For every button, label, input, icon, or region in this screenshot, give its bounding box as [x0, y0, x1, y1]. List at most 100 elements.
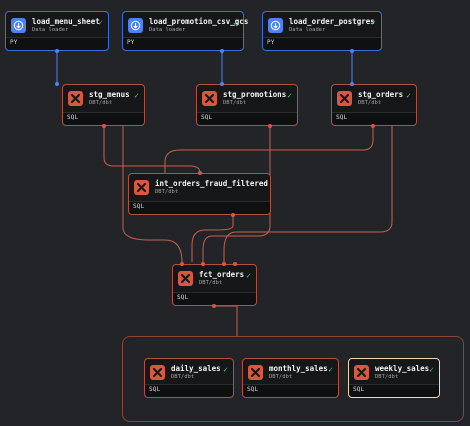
success-check-icon: ✓ [287, 91, 292, 100]
input-port[interactable] [55, 82, 59, 86]
output-port[interactable] [350, 49, 354, 53]
block-language: SQL [201, 114, 213, 121]
success-check-icon: ✓ [246, 271, 251, 280]
block-type: DBT/dbt [155, 189, 179, 195]
data-loader-icon [128, 18, 143, 33]
block-header: stg_promotions DBT/dbt ✓ [197, 85, 297, 112]
block-footer: SQL [173, 292, 256, 305]
data-loader-icon [11, 18, 26, 33]
block-type: Data loader [289, 27, 326, 33]
block-footer: SQL [63, 112, 144, 125]
block-header: int_orders_fraud_filtered DBT/dbt [129, 174, 270, 201]
block-stg_menus[interactable]: stg_menus DBT/dbt ✓ SQL [62, 84, 145, 126]
output-port[interactable] [268, 124, 272, 128]
block-footer: SQL [332, 112, 416, 125]
block-load_order_postgres[interactable]: load_order_postgres Data loader ✓ PY [262, 11, 382, 51]
dbt-icon [68, 91, 83, 106]
block-title: load_order_postgres [289, 17, 375, 26]
block-title: fct_orders [199, 270, 245, 279]
block-language: PY [267, 39, 275, 46]
block-language: PY [10, 39, 18, 46]
block-language: PY [127, 39, 135, 46]
dbt-icon [354, 365, 369, 380]
dbt-icon [134, 180, 149, 195]
block-title: stg_orders [358, 90, 404, 99]
success-check-icon: ✓ [406, 91, 411, 100]
block-footer: SQL [243, 384, 338, 397]
block-monthly_sales[interactable]: monthly_sales DBT/dbt ✓ SQL [242, 358, 339, 398]
success-check-icon: ✓ [371, 18, 376, 27]
input-port[interactable] [198, 171, 202, 175]
output-port[interactable] [231, 213, 235, 217]
block-footer: SQL [349, 384, 439, 397]
block-header: load_menu_sheet Data loader ✓ [6, 12, 108, 39]
block-title: stg_menus [89, 90, 130, 99]
block-type: DBT/dbt [375, 374, 399, 380]
block-load_menu_sheet[interactable]: load_menu_sheet Data loader ✓ PY [5, 11, 109, 51]
block-daily_sales[interactable]: daily_sales DBT/dbt ✓ SQL [144, 358, 234, 398]
block-title: int_orders_fraud_filtered [155, 179, 268, 188]
block-footer: PY [123, 37, 243, 50]
block-load_promotion_csv_gcs[interactable]: load_promotion_csv_gcs Data loader ✓ PY [122, 11, 248, 51]
edge-stg_menus-fct_orders [122, 126, 183, 263]
block-language: SQL [149, 386, 161, 393]
edge-int_orders_fraud_filtered-fct_orders [191, 215, 234, 262]
success-check-icon: ✓ [233, 18, 238, 27]
block-stg_orders[interactable]: stg_orders DBT/dbt ✓ SQL [331, 84, 417, 126]
block-type: Data loader [149, 27, 186, 33]
block-type: DBT/dbt [269, 374, 293, 380]
block-type: DBT/dbt [199, 280, 223, 286]
dbt-icon [178, 271, 193, 286]
output-port[interactable] [371, 124, 375, 128]
edge-stg_orders-int_orders_fraud_filtered [164, 126, 374, 173]
block-title: weekly_sales [375, 364, 430, 373]
block-header: load_promotion_csv_gcs Data loader ✓ [123, 12, 248, 39]
edge-stg_promotions-fct_orders [202, 126, 271, 262]
block-type: Data loader [32, 27, 69, 33]
edge-fct_orders-sales-group [214, 305, 238, 336]
block-fct_orders[interactable]: fct_orders DBT/dbt ✓ SQL [172, 264, 257, 306]
block-title: load_menu_sheet [32, 17, 100, 26]
block-type: DBT/dbt [171, 374, 195, 380]
downstream-sales-group [122, 336, 464, 422]
block-title: monthly_sales [269, 364, 328, 373]
block-type: DBT/dbt [223, 100, 247, 106]
block-stg_promotions[interactable]: stg_promotions DBT/dbt ✓ SQL [196, 84, 298, 126]
success-check-icon: ✓ [134, 91, 139, 100]
block-header: monthly_sales DBT/dbt ✓ [243, 359, 338, 386]
block-language: SQL [177, 294, 189, 301]
input-port[interactable] [180, 262, 184, 266]
block-title: load_promotion_csv_gcs [149, 17, 249, 26]
block-header: fct_orders DBT/dbt ✓ [173, 265, 256, 292]
block-int_orders_fraud_filtered[interactable]: int_orders_fraud_filtered DBT/dbt SQL [128, 173, 271, 215]
block-header: weekly_sales DBT/dbt ✓ [349, 359, 439, 386]
dbt-icon [248, 365, 263, 380]
input-port[interactable] [222, 262, 226, 266]
block-title: daily_sales [171, 364, 221, 373]
edge-stg_orders-fct_orders [223, 126, 393, 262]
block-header: load_order_postgres Data loader ✓ [263, 12, 381, 39]
success-check-icon: ✓ [429, 365, 434, 374]
block-weekly_sales[interactable]: weekly_sales DBT/dbt ✓ SQL [348, 358, 440, 398]
output-port[interactable] [102, 124, 106, 128]
output-port[interactable] [220, 49, 224, 53]
block-header: daily_sales DBT/dbt ✓ [145, 359, 233, 386]
data-loader-icon [268, 18, 283, 33]
output-port[interactable] [55, 49, 59, 53]
input-port[interactable] [233, 262, 237, 266]
block-title: stg_promotions [223, 90, 287, 99]
edge-stg_menus-int_orders_fraud_filtered [103, 126, 201, 174]
input-port[interactable] [220, 82, 224, 86]
dbt-icon [150, 365, 165, 380]
block-footer: SQL [145, 384, 233, 397]
output-port[interactable] [212, 304, 216, 308]
input-port[interactable] [350, 82, 354, 86]
block-type: DBT/dbt [358, 100, 382, 106]
block-footer: PY [263, 37, 381, 50]
block-language: SQL [67, 114, 79, 121]
input-port[interactable] [201, 262, 205, 266]
dbt-icon [202, 91, 217, 106]
block-language: SQL [336, 114, 348, 121]
block-language: SQL [353, 386, 365, 393]
